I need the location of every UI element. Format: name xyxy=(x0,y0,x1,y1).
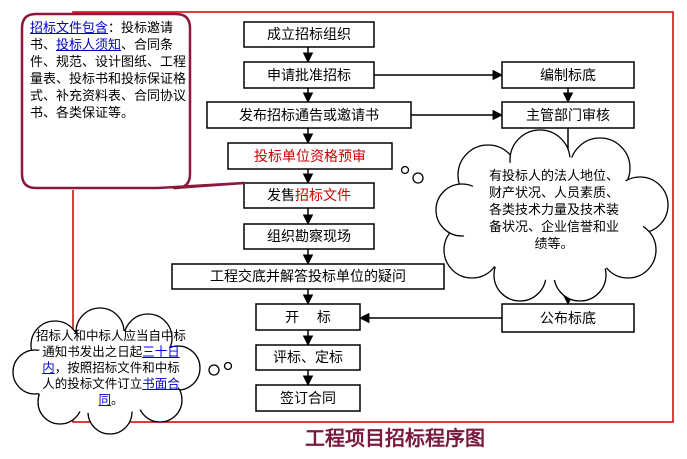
box-bid-open-label: 开 标 xyxy=(285,310,331,326)
box-announce-base-label: 公布标底 xyxy=(540,311,596,327)
box-prepare-base-label: 编制标底 xyxy=(540,68,596,84)
diagram-title: 工程项目招标程序图 xyxy=(305,426,485,450)
callout-contract-text: 招标人和中标人应当自中标通知书发出之日起三十日内，按照招标文件和中标人的投标文件… xyxy=(36,328,186,408)
contract-t2: ，按照招标文件和中标人的投标文件订立 xyxy=(42,360,180,391)
box-site-visit: 组织勘察现场 xyxy=(243,223,375,250)
box-authority-review-label: 主管部门审核 xyxy=(526,108,610,124)
box-authority-review: 主管部门审核 xyxy=(501,101,635,129)
contract-t3: 。 xyxy=(111,392,124,407)
callout-docs-shape xyxy=(20,12,246,190)
box-apply-approval-label: 申请批准招标 xyxy=(267,68,351,84)
box-found-org: 成立招标组织 xyxy=(243,21,375,48)
box-publish-notice: 发布招标通告或邀请书 xyxy=(206,101,412,129)
callout-qual-cloud xyxy=(400,129,669,302)
contract-link2: 书面合同 xyxy=(98,376,180,407)
callout-docs-text: 招标文件包含：投标邀请书、投标人须知、合同条件、规范、设计图纸、工程量表、投标书… xyxy=(30,20,186,122)
sell-prefix: 发售 xyxy=(267,188,295,204)
box-sign: 签订合同 xyxy=(255,384,361,412)
box-publish-notice-label: 发布招标通告或邀请书 xyxy=(239,108,379,124)
docs-link: 投标人须知 xyxy=(56,38,122,53)
box-found-org-label: 成立招标组织 xyxy=(267,27,351,43)
box-sell-docs-label: 发售招标文件 xyxy=(267,188,351,204)
box-prepare-base: 编制标底 xyxy=(501,61,635,89)
sell-highlight: 招标文件 xyxy=(295,188,351,204)
docs-t1: ：投标邀请书、 xyxy=(30,21,174,53)
box-bid-open: 开 标 xyxy=(255,303,361,331)
callout-contract-cloud xyxy=(12,307,233,435)
box-evaluate-label: 评标、定标 xyxy=(273,350,343,366)
contract-t1: 招标人和中标人应当自中标通知书发出之日起 xyxy=(36,328,187,359)
frame-border xyxy=(72,11,674,423)
box-evaluate: 评标、定标 xyxy=(255,344,361,371)
box-clarify: 工程交底并解答投标单位的疑问 xyxy=(171,263,445,290)
box-announce-base: 公布标底 xyxy=(501,303,635,333)
box-prequal: 投标单位资格预审 xyxy=(227,142,393,170)
box-clarify-label: 工程交底并解答投标单位的疑问 xyxy=(210,268,406,285)
box-prequal-label: 投标单位资格预审 xyxy=(254,149,366,165)
box-sign-label: 签订合同 xyxy=(280,390,336,407)
box-apply-approval: 申请批准招标 xyxy=(243,61,375,89)
box-sell-docs: 发售招标文件 xyxy=(243,182,375,209)
docs-label: 招标文件包含 xyxy=(30,21,109,36)
box-site-visit-label: 组织勘察现场 xyxy=(267,228,351,245)
callout-qual-text: 有投标人的法人地位、财产状况、人员素质、各类技术力量及技术装备状况、企业信誉和业… xyxy=(488,169,619,252)
docs-t2: 、合同条件、规范、设计图纸、工程量表、投标书和投标保证格式、补充资料表、合同协议… xyxy=(30,38,187,121)
contract-link1: 三十日内 xyxy=(42,344,180,375)
